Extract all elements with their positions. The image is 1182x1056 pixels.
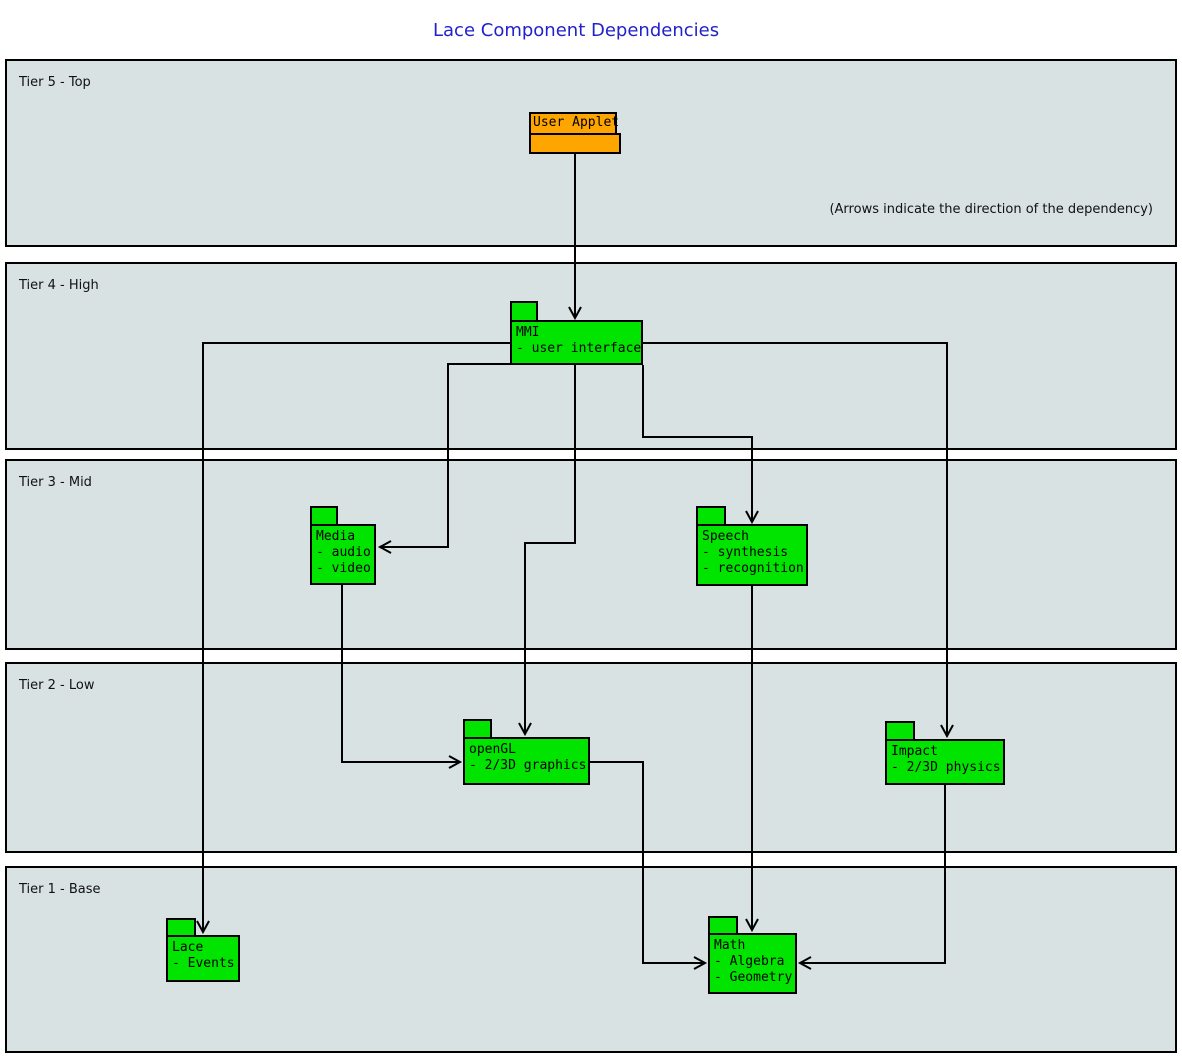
component-label: MMI — [516, 325, 540, 340]
component-body: Lace - Events — [166, 935, 240, 982]
component-detail: - video — [316, 561, 371, 576]
component-body: Impact - 2/3D physics — [885, 739, 1005, 785]
folder-tab — [463, 719, 492, 739]
folder-tab — [885, 721, 915, 741]
folder-tab — [510, 301, 538, 322]
component-detail: - Geometry — [714, 970, 793, 985]
component-body: Media - audio - video — [310, 524, 376, 585]
component-body: MMI - user interface — [510, 320, 643, 365]
component-detail: - Events — [172, 956, 235, 971]
component-detail: - 2/3D physics — [891, 760, 1001, 775]
component-label: Media — [316, 529, 356, 544]
component-body: Speech - synthesis - recognition — [696, 524, 808, 586]
component-detail: - audio — [316, 545, 371, 560]
page-title: Lace Component Dependencies — [433, 20, 720, 41]
tier-3-band: Tier 3 - Mid — [5, 459, 1177, 650]
component-label: Impact — [891, 744, 938, 759]
tier-4-band: Tier 4 - High — [5, 262, 1177, 450]
component-detail: - recognition — [702, 561, 804, 576]
tier-5-label: Tier 5 - Top — [19, 75, 91, 90]
component-label: Speech — [702, 529, 749, 544]
legend-note: (Arrows indicate the direction of the de… — [829, 202, 1153, 217]
tier-2-label: Tier 2 - Low — [19, 678, 95, 693]
tier-4-label: Tier 4 - High — [19, 278, 99, 293]
tier-3-label: Tier 3 - Mid — [19, 475, 92, 490]
component-detail: - Algebra — [714, 954, 785, 969]
component-body: Math - Algebra - Geometry — [708, 933, 797, 994]
component-label: openGL — [469, 742, 516, 757]
component-label: Lace — [172, 940, 204, 955]
component-body: openGL - 2/3D graphics — [463, 737, 590, 785]
tier-1-label: Tier 1 - Base — [19, 882, 101, 897]
component-detail: - synthesis — [702, 545, 789, 560]
component-detail: - 2/3D graphics — [469, 758, 587, 773]
component-label: Math — [714, 938, 746, 953]
folder-tab — [696, 506, 726, 526]
user-applet-body — [529, 133, 621, 154]
component-detail: - user interface — [516, 341, 642, 356]
folder-tab — [310, 506, 338, 526]
user-applet-tab: User Applet — [529, 112, 619, 135]
